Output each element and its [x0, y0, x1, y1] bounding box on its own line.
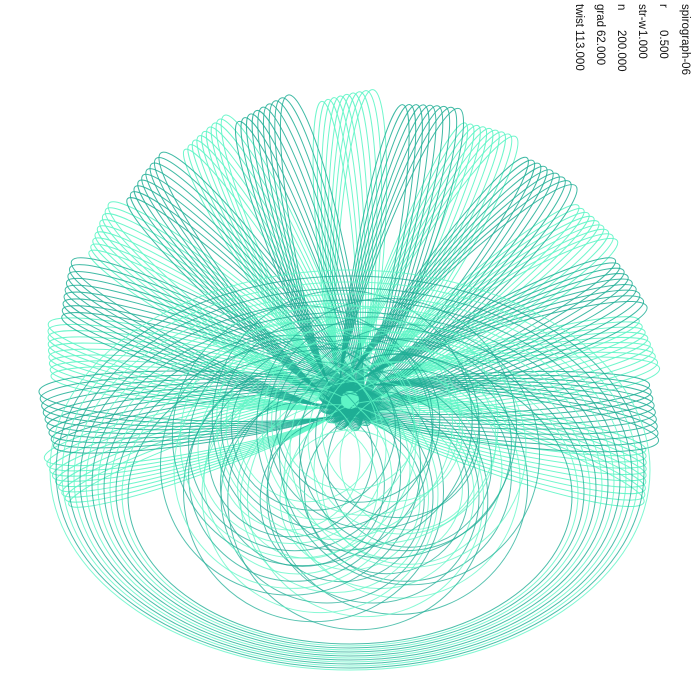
spiro-loop: [331, 169, 554, 421]
spiro-loop: [47, 336, 358, 409]
spiro-loop: [330, 262, 621, 413]
spiro-arc: [109, 329, 591, 651]
spiro-loop: [336, 105, 444, 427]
spiro-loop: [335, 159, 536, 419]
spiro-ring: [240, 404, 429, 594]
spiro-loop: [337, 104, 437, 426]
spiro-loop: [67, 271, 377, 416]
spiro-ring: [298, 368, 512, 582]
param-twist: twist113.000: [573, 4, 585, 71]
spiro-ring: [279, 324, 540, 586]
spiro-arc: [73, 293, 627, 663]
spiro-loop: [274, 97, 364, 430]
param-n: n200.000: [615, 4, 627, 72]
spiro-ring: [321, 361, 463, 503]
spiro-loop: [328, 267, 625, 413]
spiro-loop: [235, 120, 361, 420]
spiro-loop: [338, 104, 423, 423]
spiro-loop: [326, 377, 654, 422]
spiro-ring: [275, 337, 441, 503]
spiro-ring: [266, 390, 480, 604]
spiro-ring: [188, 368, 402, 582]
spiro-arc: [115, 335, 585, 649]
spiro-loop: [58, 394, 355, 493]
spiro-arc: [55, 275, 645, 669]
spiro-arc: [85, 305, 615, 659]
spiro-loop: [338, 104, 430, 425]
spiro-arc: [67, 287, 633, 665]
spiro-ring: [247, 380, 484, 618]
spiro-loop: [328, 176, 566, 423]
spiro-loop: [158, 151, 372, 427]
spiro-arc: [49, 269, 651, 671]
spiro-loop: [327, 273, 629, 414]
spiro-arc: [79, 299, 621, 661]
param-str-w: str-w1.000: [636, 4, 648, 59]
spiro-arc: [97, 317, 603, 655]
spiro-ring: [203, 385, 393, 575]
spiro-ring: [237, 361, 379, 503]
spiro-loop: [329, 172, 560, 422]
spiro-ring: [197, 355, 387, 545]
spiro-ring: [219, 389, 361, 531]
bowl-arcs: [49, 269, 651, 671]
spiro-ring: [220, 316, 434, 530]
spiro-ring: [259, 417, 425, 583]
spiro-arc: [121, 341, 579, 647]
spiro-ring: [339, 389, 481, 531]
spiro-ring: [298, 338, 512, 552]
param-grad: grad62.000: [594, 4, 606, 66]
spiro-loop: [61, 395, 354, 498]
spiro-arc: [91, 311, 609, 657]
title-label: spirograph-06: [679, 4, 691, 75]
param-r: r0.500: [657, 4, 669, 59]
spiro-ring: [188, 338, 402, 552]
spiro-loop: [348, 393, 647, 463]
spiro-ring: [313, 375, 503, 565]
spiro-loop: [334, 107, 465, 430]
spiro-loop: [324, 284, 637, 414]
spiro-ring: [216, 302, 453, 540]
spiro-ring: [219, 401, 385, 567]
spiro-ring: [279, 349, 421, 491]
spiro-arc: [127, 347, 573, 645]
woven-core: [160, 289, 540, 631]
spiro-ring: [256, 297, 517, 559]
spiro-ring: [173, 351, 411, 589]
spiro-loop: [46, 385, 375, 439]
spiro-arc: [103, 323, 597, 653]
spiro-loop: [41, 378, 379, 427]
spiro-loop: [257, 106, 363, 426]
spiro-loop: [68, 396, 351, 508]
spiro-ring: [289, 331, 527, 569]
spiro-loop: [262, 103, 363, 427]
spiro-loop: [52, 392, 358, 482]
spiro-ring: [271, 326, 460, 516]
petal-loop-group: [334, 104, 465, 430]
parameter-annotation: spirograph-06 r0.500 str-w1.000 n200.000…: [573, 4, 695, 94]
spiro-arc: [61, 281, 639, 667]
spiro-ring: [201, 376, 439, 614]
spiro-ring: [315, 353, 481, 519]
